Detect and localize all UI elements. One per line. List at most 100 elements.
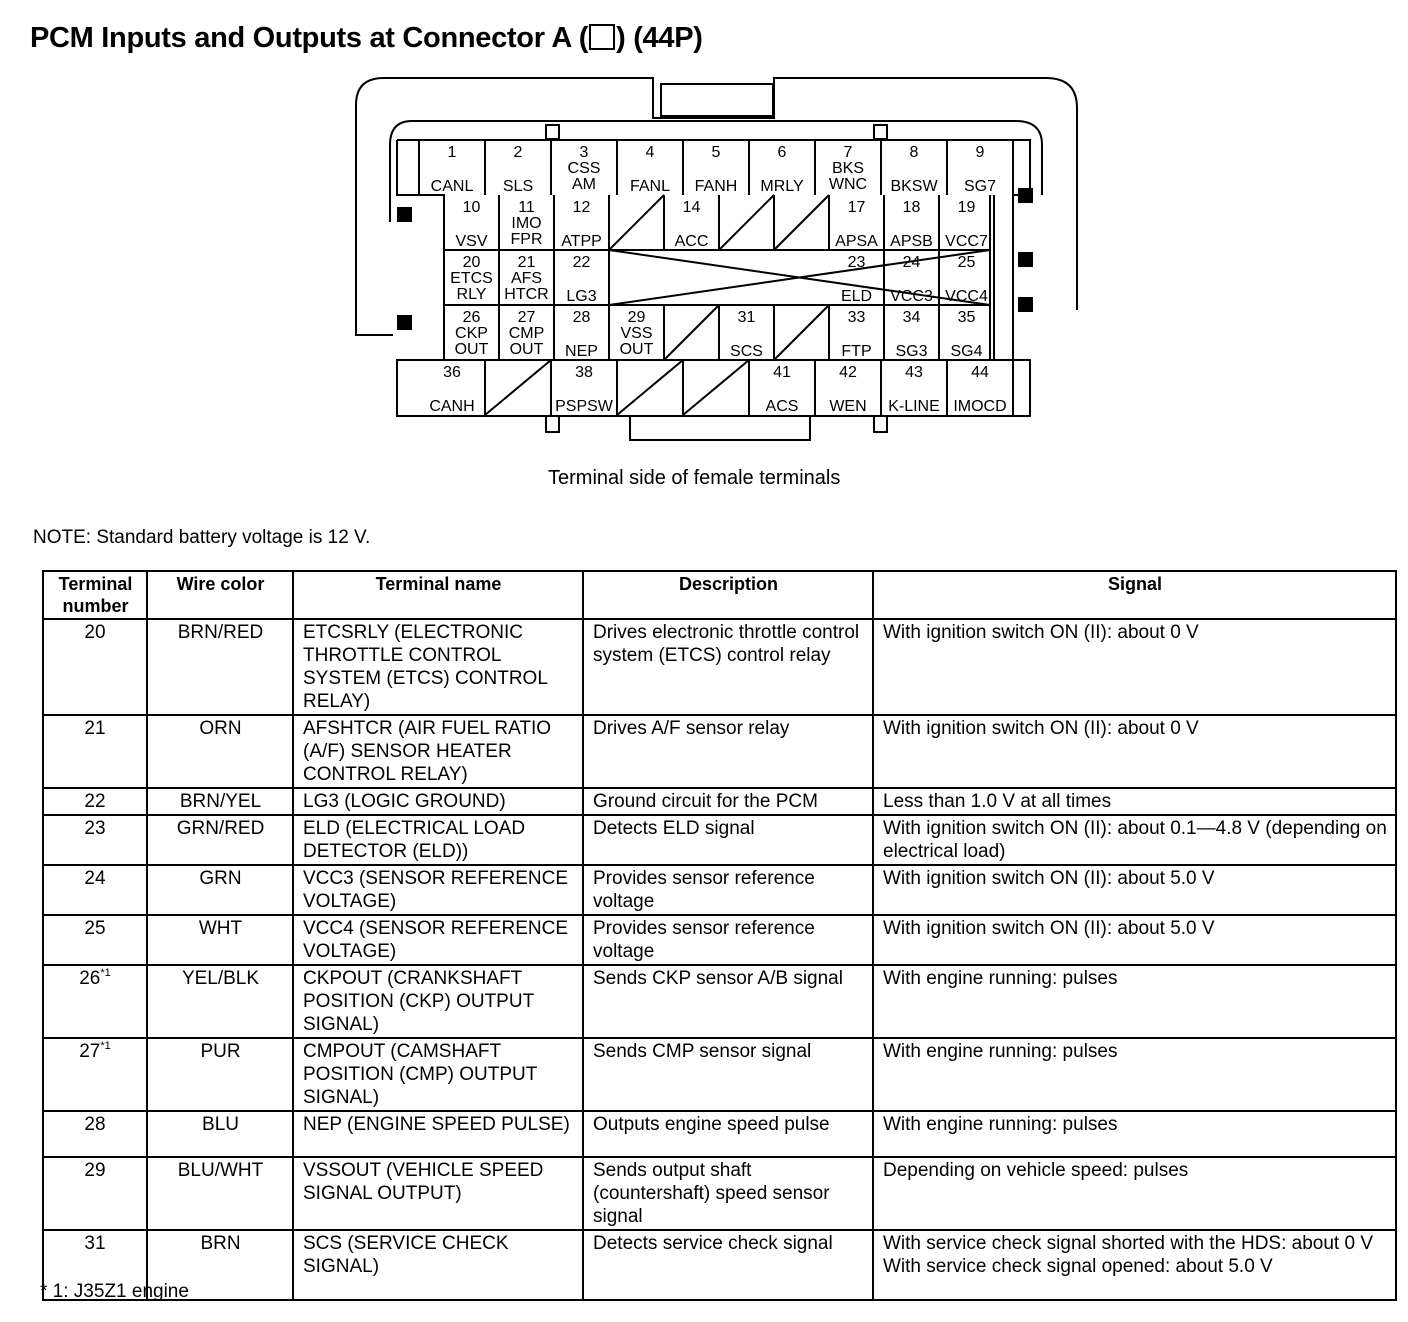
cell-wire-color-text: BRN/RED xyxy=(177,622,264,643)
cell-terminal-number-text: 21 xyxy=(84,718,106,739)
terminal-number: 21 xyxy=(518,254,536,271)
cell-wire-color-text: GRN xyxy=(199,868,242,889)
cell-signal-text: Depending on vehicle speed: pulses xyxy=(883,1160,1189,1181)
terminal-label: WEN xyxy=(829,398,866,415)
blank-cavity-slash xyxy=(616,359,684,416)
cell-signal: With engine running: pulses xyxy=(872,1110,1397,1158)
cell-terminal-number-text: 22 xyxy=(84,791,106,812)
cell-terminal-name-text: VCC3 (SENSOR REFERENCE VOLTAGE) xyxy=(303,868,568,912)
terminal-number: 27 xyxy=(518,309,536,326)
cell-terminal-number-text: 23 xyxy=(84,818,106,839)
cell-wire-color: GRN xyxy=(146,864,294,916)
cell-signal: With ignition switch ON (II): about 0 V xyxy=(872,714,1397,789)
cell-terminal-number: 28 xyxy=(42,1110,148,1158)
cell-wire-color: BRN/YEL xyxy=(146,787,294,816)
lock-tab-right-bottom xyxy=(1018,297,1033,312)
top-post-right xyxy=(873,124,888,140)
cell-signal-text: With engine running: pulses xyxy=(883,968,1118,989)
table-row: 21 ORN AFSHTCR (AIR FUEL RATIO (A/F) SENSO… xyxy=(42,714,1397,789)
cell-terminal-number: 20 xyxy=(42,618,148,716)
cell-terminal-name: AFSHTCR (AIR FUEL RATIO (A/F) SENSOR HEA… xyxy=(292,714,584,789)
cell-terminal-number-text: 28 xyxy=(84,1114,106,1135)
cell-wire-color-text: PUR xyxy=(200,1041,241,1062)
cell-terminal-number-text: 26 xyxy=(79,968,101,989)
cell-wire-color-text: ORN xyxy=(199,718,242,739)
connector-box-symbol-icon xyxy=(589,24,616,50)
terminal-number: 7 xyxy=(844,144,853,161)
cell-signal: With ignition switch ON (II): about 0 V xyxy=(872,618,1397,716)
terminal-number: 29 xyxy=(628,309,646,326)
cell-description-text: Ground circuit for the PCM xyxy=(593,791,818,812)
terminal-label: FTP xyxy=(841,343,871,360)
cell-terminal-number: 27*1 xyxy=(42,1037,148,1112)
terminal-number: 43 xyxy=(905,364,923,381)
cell-wire-color: ORN xyxy=(146,714,294,789)
cell-signal-text: With ignition switch ON (II): about 5.0 … xyxy=(883,868,1215,889)
terminal-number: 34 xyxy=(903,309,921,326)
terminal-number: 9 xyxy=(976,144,985,161)
cell-wire-color-text: GRN/RED xyxy=(176,818,265,839)
terminal-label: SG7 xyxy=(964,178,996,195)
cell-terminal-name: CKPOUT (CRANKSHAFT POSITION (CKP) OUTPUT… xyxy=(292,964,584,1039)
cell-description: Provides sensor reference voltage xyxy=(582,864,874,916)
terminal-label: SG3 xyxy=(895,343,927,360)
cell-description-text: Sends CKP sensor A/B signal xyxy=(593,968,843,989)
cell-terminal-number-text: 20 xyxy=(84,622,106,643)
terminal-number: 5 xyxy=(712,144,721,161)
header-terminal-number: Terminal number xyxy=(42,570,148,620)
lock-tab-left-upper xyxy=(397,207,412,222)
cell-description-text: Provides sensor reference voltage xyxy=(593,918,815,962)
cell-signal: With ignition switch ON (II): about 5.0 … xyxy=(872,864,1397,916)
table-row: 24 GRN VCC3 (SENSOR REFERENCE VOLTAGE) Prov… xyxy=(42,864,1397,916)
blank-cavity-slash xyxy=(484,359,552,416)
terminal-number: 28 xyxy=(573,309,591,326)
cell-terminal-name: ETCSRLY (ELECTRONIC THROTTLE CONTROL SYS… xyxy=(292,618,584,716)
cell-wire-color: WHT xyxy=(146,914,294,966)
cell-terminal-name-text: ETCSRLY (ELECTRONIC THROTTLE CONTROL SYS… xyxy=(303,622,548,712)
cell-signal-text: With ignition switch ON (II): about 5.0 … xyxy=(883,918,1215,939)
cell-wire-color-text: YEL/BLK xyxy=(181,968,260,989)
battery-note: NOTE: Standard battery voltage is 12 V. xyxy=(33,527,371,548)
cell-description: Provides sensor reference voltage xyxy=(582,914,874,966)
terminal-table: Terminal number Wire color Terminal name… xyxy=(42,570,1397,1301)
terminal-number: 42 xyxy=(839,364,857,381)
terminal-number: 41 xyxy=(773,364,791,381)
cell-wire-color-text: BLU xyxy=(202,1114,239,1135)
terminal-number: 11 xyxy=(518,199,535,216)
footnote: * 1: J35Z1 engine xyxy=(40,1281,189,1302)
cell-signal-text: With engine running: pulses xyxy=(883,1041,1118,1062)
cell-terminal-number-text: 24 xyxy=(84,868,106,889)
bottom-post-right xyxy=(873,415,888,433)
table-row: 20 BRN/RED ETCSRLY (ELECTRONIC THROTTLE CO… xyxy=(42,618,1397,716)
terminal-number: 1 xyxy=(448,144,457,161)
cell-terminal-number: 23 xyxy=(42,814,148,866)
top-latch xyxy=(660,83,774,117)
terminal-number: 3 xyxy=(580,144,589,161)
terminal-label: ACC xyxy=(675,233,709,250)
terminal-number: 22 xyxy=(573,254,591,271)
cell-description: Detects ELD signal xyxy=(582,814,874,866)
terminal-label: VCC7 xyxy=(945,233,988,250)
cell-wire-color: GRN/RED xyxy=(146,814,294,866)
terminal-number: 14 xyxy=(683,199,701,216)
terminal-number: 10 xyxy=(463,199,481,216)
terminal-label: ACS xyxy=(766,398,799,415)
terminal-number: 36 xyxy=(443,364,461,381)
lock-tab-right-top xyxy=(1018,188,1033,203)
cell-signal-text: With service check signal shorted with t… xyxy=(883,1233,1374,1254)
terminal-number: 23 xyxy=(848,254,866,271)
lock-tab-right-middle xyxy=(1018,252,1033,267)
cell-wire-color: YEL/BLK xyxy=(146,964,294,1039)
page-title: PCM Inputs and Outputs at Connector A ()… xyxy=(30,22,703,55)
connector-shell-outline xyxy=(355,77,1078,336)
terminal-number: 20 xyxy=(463,254,481,271)
terminal-label: FANL xyxy=(630,178,670,195)
